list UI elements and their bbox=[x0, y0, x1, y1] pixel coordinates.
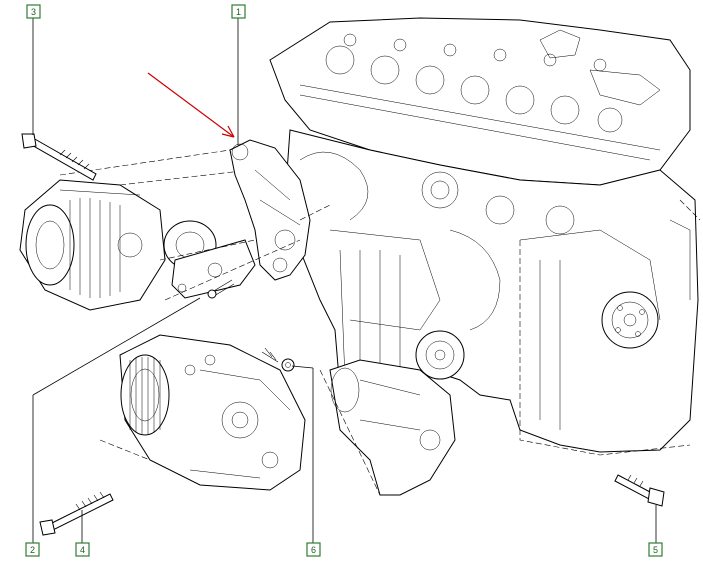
crank-pulley bbox=[601, 291, 659, 349]
tensioner-bolt bbox=[207, 279, 235, 299]
mounting-bracket bbox=[229, 139, 311, 281]
callout-1: 1 bbox=[231, 4, 246, 19]
bolt-4 bbox=[39, 491, 114, 536]
callout-4-label: 4 bbox=[80, 545, 85, 555]
bolt-3 bbox=[21, 133, 97, 181]
ac-compressor bbox=[99, 334, 306, 491]
starter-motor bbox=[319, 359, 456, 496]
belt-tensioner bbox=[163, 220, 256, 299]
bolt-5 bbox=[614, 474, 665, 507]
leader-lines bbox=[32, 18, 657, 543]
callout-2-label: 2 bbox=[30, 545, 35, 555]
callout-6-label: 6 bbox=[311, 545, 316, 555]
callout-4: 4 bbox=[75, 542, 90, 557]
stud-nut-6 bbox=[261, 347, 295, 372]
red-pointer-arrow bbox=[147, 72, 235, 138]
callout-1-label: 1 bbox=[236, 7, 241, 17]
callout-2: 2 bbox=[25, 542, 40, 557]
callout-3: 3 bbox=[26, 4, 41, 19]
callout-5: 5 bbox=[648, 542, 663, 557]
callout-6: 6 bbox=[306, 542, 321, 557]
callout-5-label: 5 bbox=[653, 545, 658, 555]
callout-3-label: 3 bbox=[31, 7, 36, 17]
gear-wheel bbox=[415, 330, 465, 380]
